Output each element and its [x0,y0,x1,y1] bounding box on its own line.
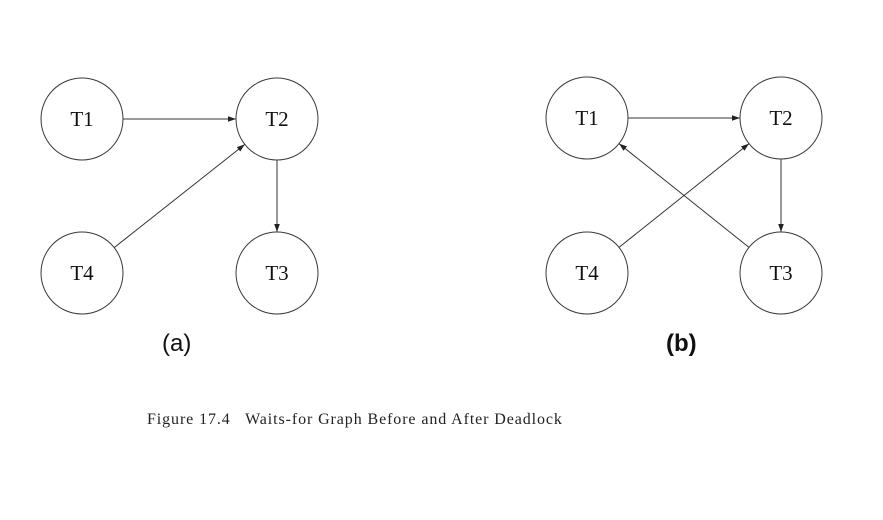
node-b-t3: T3 [739,231,823,315]
edge-a-t4-to-t2 [113,144,246,248]
panel-label-a: (a) [162,330,192,357]
node-label: T1 [575,106,598,130]
node-label: T2 [769,106,792,130]
node-label: T4 [575,261,599,285]
panel-label-b: (b) [666,330,697,357]
node-circle [235,77,319,161]
node-circle [235,231,319,315]
node-a-t2: T2 [235,77,319,161]
node-circle [739,76,823,160]
node-b-t2: T2 [739,76,823,160]
node-b-t4: T4 [545,231,629,315]
node-circle [545,76,629,160]
node-circle [739,231,823,315]
figure-caption: Figure 17.4 Waits-for Graph Before and A… [147,411,563,428]
node-label: T1 [70,107,93,131]
node-label: T4 [70,261,94,285]
edge-b-t3-to-t1 [618,143,750,248]
node-a-t4: T4 [40,231,124,315]
node-circle [40,231,124,315]
node-b-t1: T1 [545,76,629,160]
node-label: T2 [265,107,288,131]
node-circle [545,231,629,315]
node-a-t3: T3 [235,231,319,315]
node-circle [40,77,124,161]
node-label: T3 [769,261,792,285]
node-label: T3 [265,261,288,285]
node-a-t1: T1 [40,77,124,161]
